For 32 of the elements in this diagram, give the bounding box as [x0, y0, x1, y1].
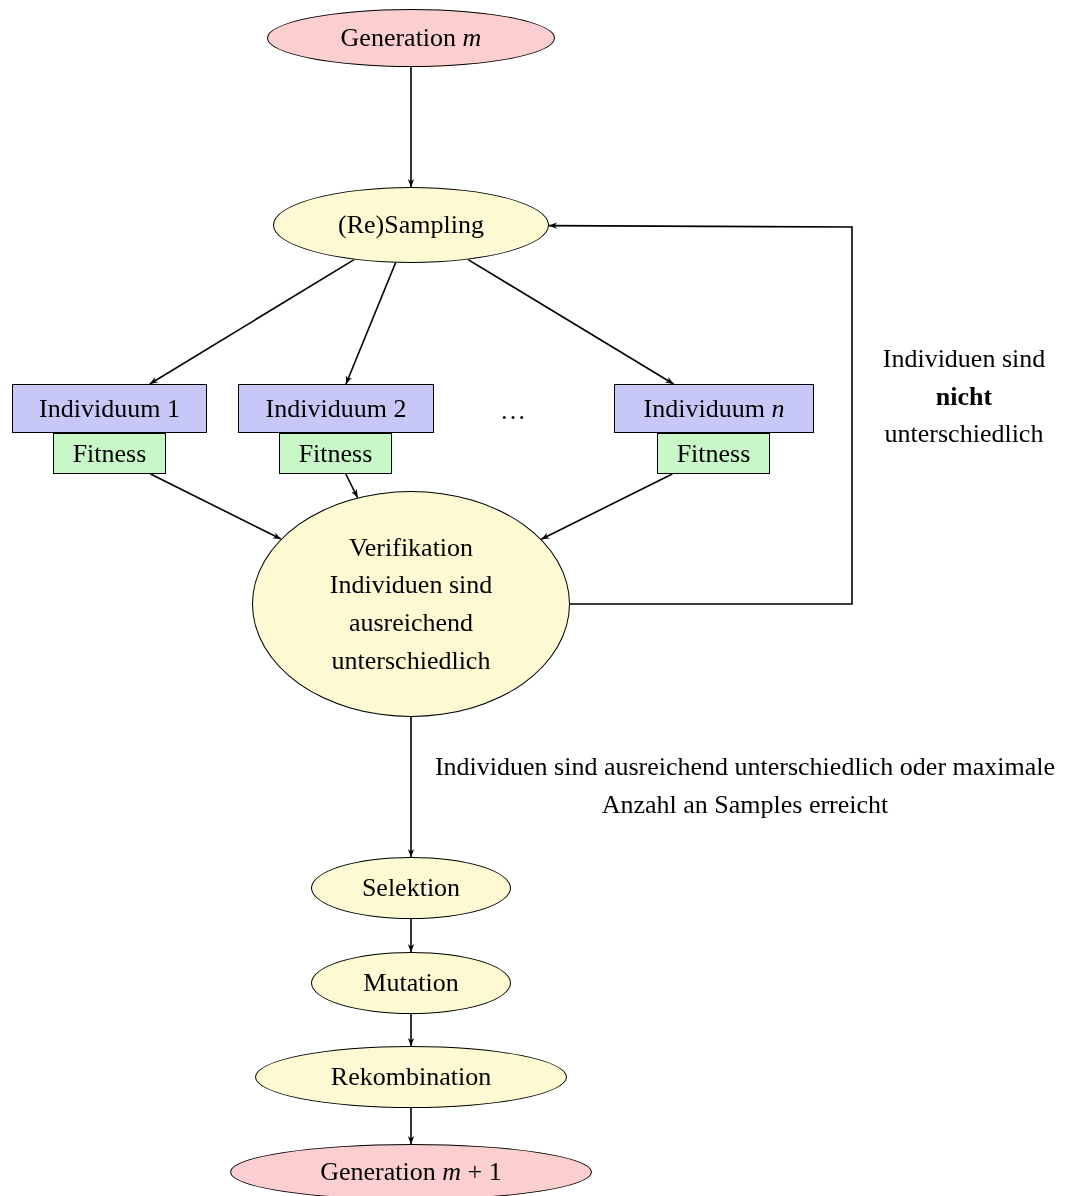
arrow [407, 918, 415, 953]
node-label: Generation m + 1 [320, 1156, 502, 1189]
node-label: Mutation [363, 967, 459, 1000]
arrow [149, 473, 282, 540]
arrow [407, 716, 415, 858]
process-box [279, 433, 392, 474]
node-label: Fitness [676, 437, 751, 470]
node-label: Individuen sind ausreichend unterschiedlich [328, 569, 494, 677]
arrow [345, 261, 397, 385]
arrow [548, 222, 853, 605]
process-box [614, 384, 814, 433]
arrow [148, 258, 355, 385]
node-label: Fitness [72, 437, 147, 470]
process-box [53, 433, 166, 474]
node-label: Verifikation [348, 531, 474, 564]
arrow [344, 473, 359, 499]
arrow [407, 66, 415, 188]
process-box [12, 384, 207, 433]
node-label: (Re)Sampling [338, 209, 484, 242]
node-label: Individuum n [643, 392, 785, 425]
arrow [540, 473, 674, 540]
arrow [407, 1107, 415, 1145]
node-label: Fitness [298, 437, 373, 470]
node-label: Selektion [361, 872, 461, 905]
process-box [657, 433, 770, 474]
node-label: Individuum 2 [265, 392, 407, 425]
node-label: Rekombination [330, 1061, 492, 1094]
process-box [238, 384, 434, 433]
arrow [407, 1013, 415, 1047]
node-label: Generation m [340, 22, 482, 55]
arrow [467, 258, 675, 385]
node-label: Individuum 1 [39, 392, 180, 425]
